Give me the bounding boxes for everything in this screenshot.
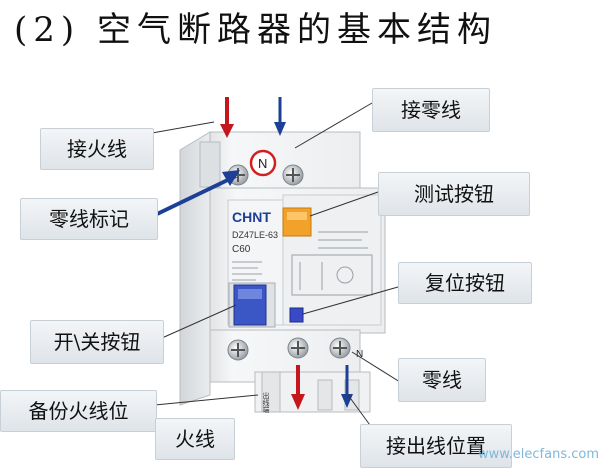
brand-label: CHNT — [232, 209, 271, 225]
live-in-arrow — [220, 97, 234, 138]
label-outlet-position: 接出线位置 — [360, 424, 512, 468]
reset-button — [289, 307, 304, 323]
bottom-right-screw — [329, 337, 351, 359]
outlet-slot-text: 出线端 — [262, 391, 270, 414]
bottom-left-screw — [227, 339, 249, 361]
label-neutral-in: 接零线 — [372, 88, 490, 132]
neutral-mark-arrow — [154, 170, 240, 217]
neutral-mark-text: N — [258, 156, 267, 171]
rating-label: C60 — [232, 244, 251, 255]
live-out-arrow — [291, 365, 305, 410]
neutral-mark-circle — [249, 149, 277, 177]
label-neutral: 零线 — [398, 358, 486, 402]
top-right-screw — [282, 164, 304, 186]
neutral-out-mark: N — [356, 349, 363, 360]
label-neutral-mark: 零线标记 — [20, 198, 158, 240]
label-live-in: 接火线 — [40, 128, 154, 170]
label-reset-button: 复位按钮 — [398, 262, 532, 304]
label-live: 火线 — [155, 418, 235, 460]
neutral-in-arrow — [274, 97, 286, 136]
label-on-off-button: 开\关按钮 — [30, 320, 164, 364]
watermark: www.elecfans.com — [477, 447, 599, 462]
label-backup-live: 备份火线位 — [0, 390, 157, 432]
bottom-mid-screw — [287, 337, 309, 359]
model-label: DZ47LE-63 — [232, 230, 278, 240]
label-test-button: 测试按钮 — [378, 172, 530, 216]
page-title: (2) 空气断路器的基本结构 — [14, 10, 497, 50]
